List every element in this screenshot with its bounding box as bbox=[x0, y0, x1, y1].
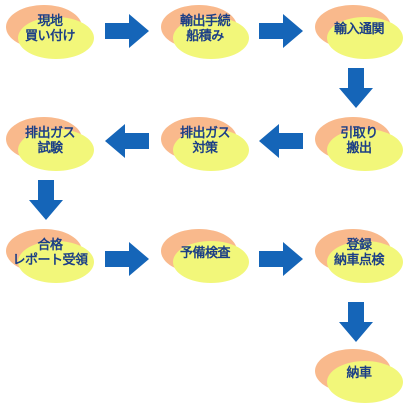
arrow-right-icon bbox=[259, 242, 303, 276]
step-label: 輸入通関 bbox=[313, 2, 405, 56]
step-emission-test: 排出ガス 試験 bbox=[4, 114, 96, 178]
arrow-down-icon bbox=[339, 302, 373, 342]
step-label-line: 輸入通関 bbox=[333, 21, 385, 37]
step-registration: 登録 納車点検 bbox=[313, 226, 405, 290]
step-label: 排出ガス 試験 bbox=[4, 114, 96, 168]
step-emission-measures: 排出ガス 対策 bbox=[159, 114, 251, 178]
blob-yellow-shape bbox=[173, 129, 249, 171]
step-label-line: レポート受領 bbox=[12, 253, 88, 268]
step-label: 納車 bbox=[313, 346, 405, 400]
step-label-line: 船積み bbox=[186, 29, 224, 44]
step-export-shipping: 輸出手続 船積み bbox=[159, 2, 251, 66]
step-blob bbox=[6, 117, 94, 171]
step-label-line: 納車 bbox=[346, 365, 372, 381]
arrow-right-icon bbox=[105, 242, 149, 276]
arrow-right-icon bbox=[259, 14, 303, 48]
step-label: 輸出手続 船積み bbox=[159, 2, 251, 56]
blob-yellow-shape bbox=[327, 129, 403, 171]
step-label: 引取り 搬出 bbox=[313, 114, 405, 168]
step-blob bbox=[161, 5, 249, 59]
step-blob bbox=[6, 5, 94, 59]
step-local-purchase: 現地 買い付け bbox=[4, 2, 96, 66]
blob-yellow-shape bbox=[327, 361, 403, 403]
step-blob bbox=[315, 229, 403, 283]
step-label-line: 搬出 bbox=[346, 141, 372, 156]
step-blob bbox=[315, 117, 403, 171]
step-label: 予備検査 bbox=[159, 226, 251, 280]
arrow-down-icon bbox=[339, 68, 373, 108]
step-import-customs: 輸入通関 bbox=[313, 2, 405, 66]
blob-yellow-shape bbox=[18, 241, 94, 283]
blob-yellow-shape bbox=[18, 129, 94, 171]
arrow-shape bbox=[105, 242, 149, 276]
blob-yellow-shape bbox=[173, 17, 249, 59]
step-label: 排出ガス 対策 bbox=[159, 114, 251, 168]
arrow-shape bbox=[29, 180, 63, 220]
blob-yellow-shape bbox=[18, 17, 94, 59]
blob-yellow-shape bbox=[327, 17, 403, 59]
step-delivery: 納車 bbox=[313, 346, 405, 410]
arrow-shape bbox=[105, 124, 149, 158]
blob-yellow-shape bbox=[327, 241, 403, 283]
step-blob bbox=[161, 229, 249, 283]
step-label-line: 輸出手続 bbox=[179, 14, 231, 29]
blob-yellow-shape bbox=[173, 241, 249, 283]
arrow-shape bbox=[259, 124, 303, 158]
step-label-line: 排出ガス bbox=[179, 126, 231, 141]
step-blob bbox=[315, 5, 403, 59]
arrow-shape bbox=[339, 302, 373, 342]
step-blob bbox=[161, 117, 249, 171]
arrow-shape bbox=[259, 14, 303, 48]
step-label-line: 納車点検 bbox=[333, 253, 385, 268]
step-label-line: 予備検査 bbox=[179, 245, 231, 261]
step-label-line: 排出ガス bbox=[24, 126, 76, 141]
step-preliminary-inspection: 予備検査 bbox=[159, 226, 251, 290]
arrow-left-icon bbox=[105, 124, 149, 158]
step-label-line: 合格 bbox=[37, 238, 63, 253]
arrow-shape bbox=[259, 242, 303, 276]
step-label-line: 買い付け bbox=[24, 29, 76, 44]
step-label: 現地 買い付け bbox=[4, 2, 96, 56]
step-label: 登録 納車点検 bbox=[313, 226, 405, 280]
step-label-line: 現地 bbox=[37, 14, 63, 29]
arrow-shape bbox=[339, 68, 373, 108]
step-label: 合格 レポート受領 bbox=[4, 226, 96, 280]
step-pickup: 引取り 搬出 bbox=[313, 114, 405, 178]
step-label-line: 登録 bbox=[346, 238, 372, 253]
arrow-shape bbox=[105, 14, 149, 48]
step-label-line: 対策 bbox=[192, 141, 218, 156]
step-blob bbox=[315, 349, 403, 403]
step-pass-report: 合格 レポート受領 bbox=[4, 226, 96, 290]
step-label-line: 試験 bbox=[37, 141, 63, 156]
arrow-down-icon bbox=[29, 180, 63, 220]
arrow-right-icon bbox=[105, 14, 149, 48]
arrow-left-icon bbox=[259, 124, 303, 158]
step-blob bbox=[6, 229, 94, 283]
step-label-line: 引取り bbox=[340, 126, 378, 141]
